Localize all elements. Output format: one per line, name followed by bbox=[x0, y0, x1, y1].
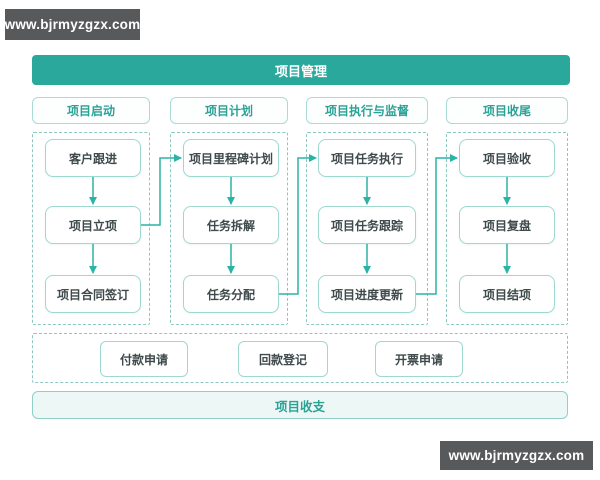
diagram-title-banner: 项目管理 bbox=[32, 55, 570, 85]
column-header-planning: 项目计划 bbox=[170, 97, 288, 124]
node-payment-request: 付款申请 bbox=[100, 341, 188, 377]
node-project-approval: 项目立项 bbox=[45, 206, 141, 244]
lane-finance bbox=[32, 333, 568, 383]
node-milestone-plan: 项目里程碑计划 bbox=[183, 139, 279, 177]
node-task-breakdown: 任务拆解 bbox=[183, 206, 279, 244]
watermark-top-left: www.bjrmyzgzx.com bbox=[5, 9, 140, 40]
node-receipt-register: 回款登记 bbox=[238, 341, 328, 377]
node-invoice-request: 开票申请 bbox=[375, 341, 463, 377]
lane-initiation bbox=[32, 132, 150, 325]
node-project-review: 项目复盘 bbox=[459, 206, 555, 244]
node-task-assignment: 任务分配 bbox=[183, 275, 279, 313]
column-header-closure: 项目收尾 bbox=[446, 97, 568, 124]
node-contract-signing: 项目合同签订 bbox=[45, 275, 141, 313]
node-task-tracking: 项目任务跟踪 bbox=[318, 206, 416, 244]
column-header-initiation: 项目启动 bbox=[32, 97, 150, 124]
finance-footer-banner: 项目收支 bbox=[32, 391, 568, 419]
node-project-completion: 项目结项 bbox=[459, 275, 555, 313]
node-project-acceptance: 项目验收 bbox=[459, 139, 555, 177]
watermark-bottom-right: www.bjrmyzgzx.com bbox=[440, 441, 593, 470]
column-header-execution: 项目执行与监督 bbox=[306, 97, 428, 124]
node-customer-followup: 客户跟进 bbox=[45, 139, 141, 177]
node-progress-update: 项目进度更新 bbox=[318, 275, 416, 313]
node-task-execution: 项目任务执行 bbox=[318, 139, 416, 177]
